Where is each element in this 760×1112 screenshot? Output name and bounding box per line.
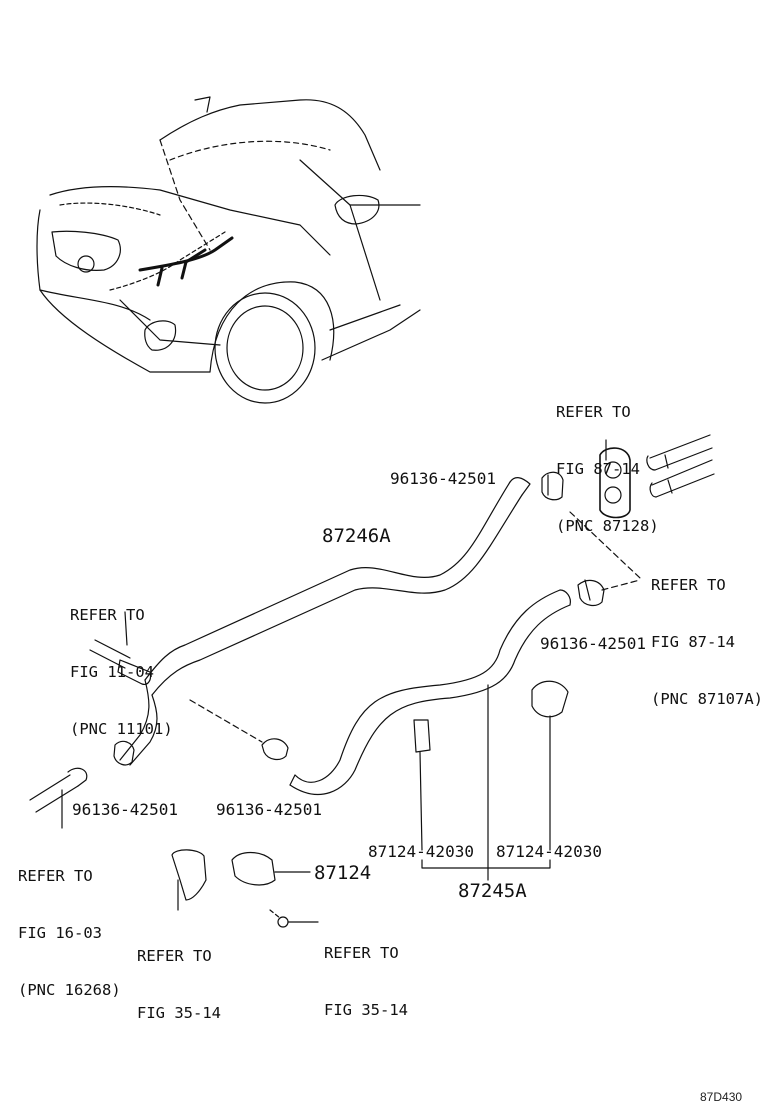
callout-line: (PNC 11101) (70, 720, 173, 738)
callout-refer-35-14-right: REFER TO FIG 35-14 (324, 906, 408, 1058)
callout-line: REFER TO (651, 576, 726, 594)
part-number-clip-left: 87124-42030 (368, 842, 474, 861)
callout-line: REFER TO (18, 867, 93, 885)
connector-87128 (599, 434, 715, 519)
clamp-left (113, 740, 135, 766)
callout-refer-35-14-left: REFER TO FIG 35-14 (137, 909, 221, 1061)
callout-line: FIG 87-14 (651, 633, 735, 651)
vehicle-illustration (36, 96, 421, 404)
callout-line: FIG 35-14 (137, 1004, 221, 1022)
callout-line: FIG 11-04 (70, 663, 154, 681)
callout-line: (PNC 87128) (556, 517, 659, 535)
callout-line: FIG 16-03 (18, 924, 102, 942)
clamp-top (541, 471, 564, 501)
callout-line: REFER TO (556, 403, 631, 421)
part-number-clip-right: 87124-42030 (496, 842, 602, 861)
clamp-mid (189, 699, 289, 761)
callout-refer-87128: REFER TO FIG 87-14 (PNC 87128) (556, 365, 659, 574)
callout-line: REFER TO (137, 947, 212, 965)
callout-line: (PNC 87107A) (651, 690, 760, 708)
callout-line: FIG 87-14 (556, 460, 640, 478)
clip-left-part (413, 719, 431, 851)
callout-line: REFER TO (324, 944, 399, 962)
part-number-hose-87245a: 87245A (458, 880, 527, 902)
hose-87246a (119, 477, 531, 766)
clamp-right (577, 579, 641, 607)
pipe-11101 (89, 611, 152, 685)
callout-line: REFER TO (70, 606, 145, 624)
clip-right-part (531, 680, 569, 851)
part-number-bracket-87124: 87124 (314, 862, 372, 884)
callout-line: (PNC 16268) (18, 981, 121, 999)
part-number-clamp-mid: 96136-42501 (216, 800, 322, 819)
hose-87245a (289, 589, 571, 795)
pipe-16268 (29, 767, 88, 829)
part-number-hose-87246a: 87246A (322, 525, 391, 547)
part-number-clamp-left: 96136-42501 (72, 800, 178, 819)
callout-line: FIG 35-14 (324, 1001, 408, 1019)
figure-id: 87D430 (700, 1090, 743, 1104)
callout-refer-87107a: REFER TO FIG 87-14 (PNC 87107A) (651, 538, 760, 747)
bracket-87124 (231, 851, 311, 886)
callout-refer-16268: REFER TO FIG 16-03 (PNC 16268) (18, 829, 121, 1038)
part-number-clamp-top: 96136-42501 (390, 469, 496, 488)
bracket-35-14 (171, 849, 319, 928)
callout-refer-11101: REFER TO FIG 11-04 (PNC 11101) (70, 568, 173, 777)
part-number-clamp-right: 96136-42501 (540, 634, 646, 653)
